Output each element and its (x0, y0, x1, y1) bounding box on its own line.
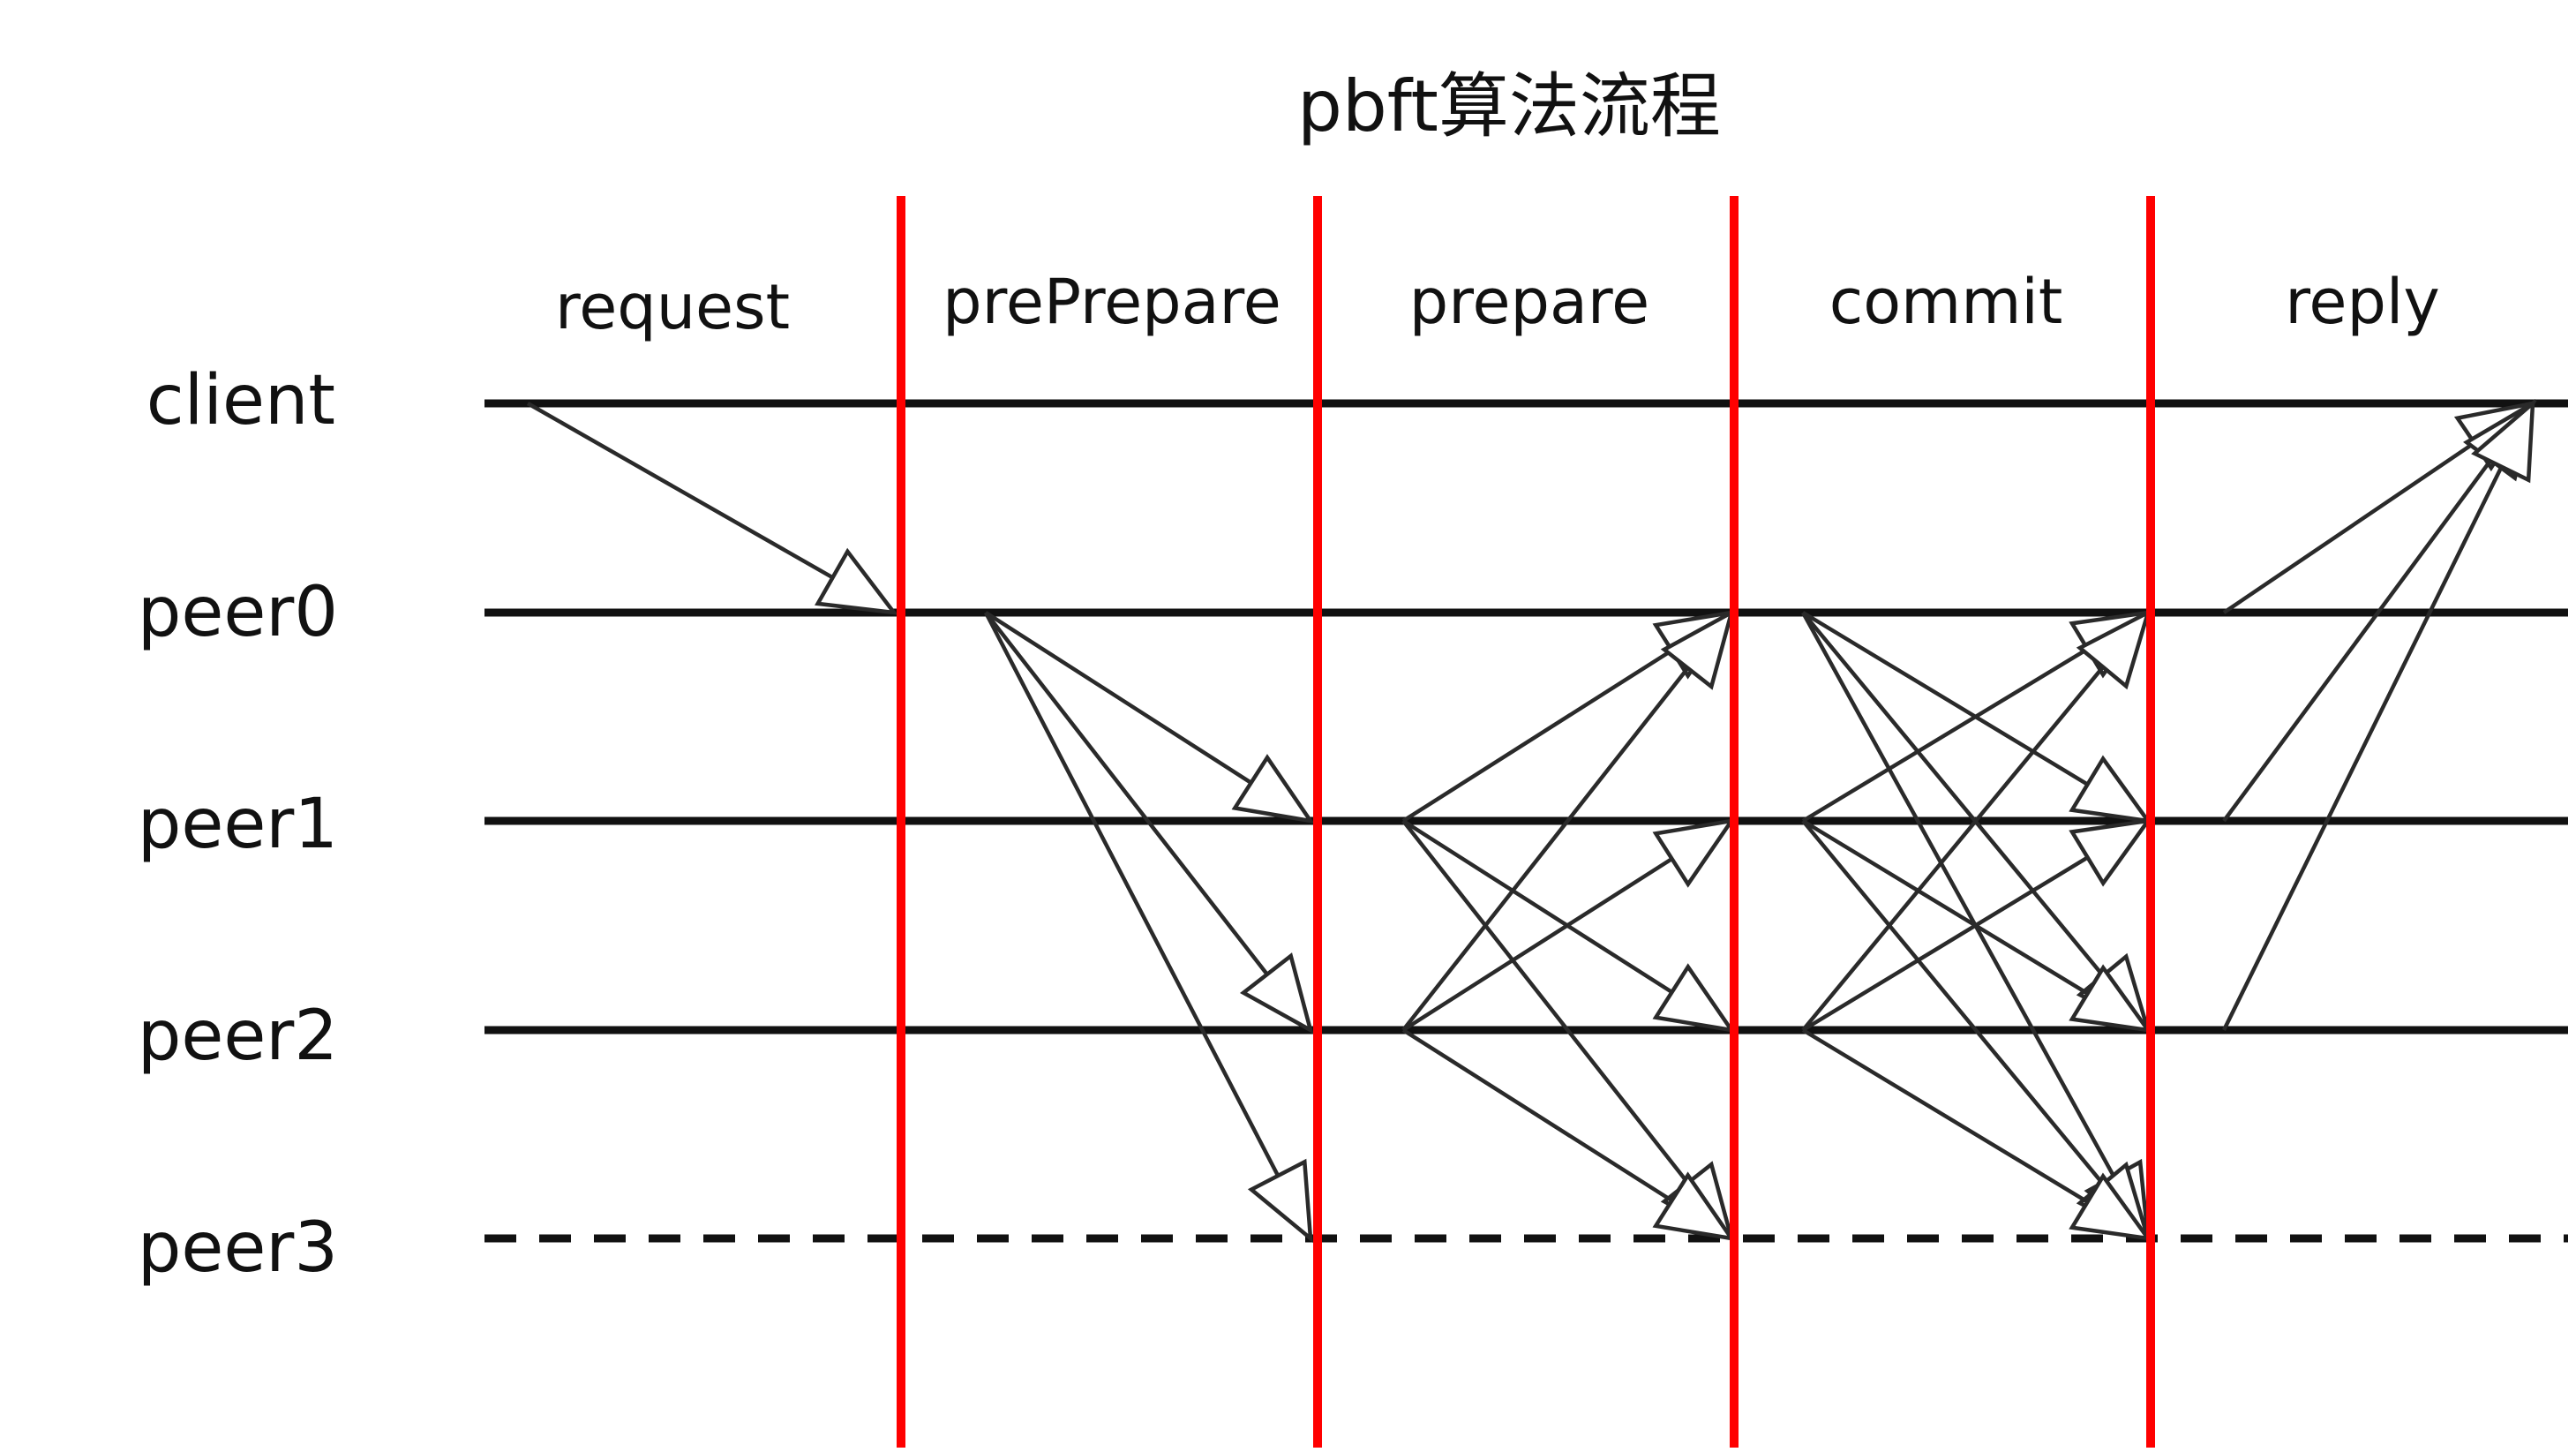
phase-label-reply: reply (2285, 266, 2440, 338)
phase-boundaries (897, 196, 2155, 1448)
message-arrows (526, 398, 2537, 1244)
arrow-shaft (1801, 611, 2089, 786)
message-arrow-prePrepare-peer0-to-peer2 (984, 611, 1314, 1034)
arrow-head (2471, 398, 2535, 484)
node-timelines (484, 399, 2568, 1243)
node-label-peer2: peer2 (138, 997, 338, 1076)
arrow-shaft (1801, 1028, 2089, 1204)
message-arrow-commit-peer2-to-peer0 (1801, 608, 2152, 1032)
message-arrow-commit-peer2-to-peer1 (1801, 818, 2152, 1032)
arrow-shaft (1401, 648, 1673, 823)
arrow-shaft (1801, 611, 2116, 1178)
arrow-shaft (1801, 819, 2105, 1185)
message-arrow-prePrepare-peer0-to-peer1 (984, 611, 1315, 824)
arrow-shaft (2222, 440, 2476, 614)
arrow-head (1652, 817, 1736, 888)
arrow-head (1231, 754, 1315, 824)
arrow-shaft (2222, 458, 2493, 823)
arrow-shaft (1401, 857, 1673, 1032)
arrow-shaft (984, 611, 1252, 785)
arrow-shaft (1801, 647, 2089, 823)
arrow-head (1247, 1158, 1313, 1244)
message-arrow-prepare-peer2-to-peer0 (1401, 608, 1735, 1032)
arrow-shaft (2221, 465, 2504, 1031)
arrow-shaft (1401, 819, 1673, 994)
arrow-head (2069, 755, 2152, 824)
arrow-head (1652, 963, 1736, 1034)
phase-label-request: request (555, 271, 790, 343)
message-arrow-commit-peer1-to-peer2 (1801, 819, 2152, 1033)
message-arrow-reply-peer2-to-client (2221, 398, 2535, 1031)
arrow-head (1239, 952, 1314, 1034)
message-arrow-prePrepare-peer0-to-peer3 (984, 611, 1313, 1244)
phase-label-prepare: prepare (1409, 266, 1649, 338)
arrow-shaft (1801, 666, 2105, 1032)
arrow-head (815, 547, 898, 615)
arrow-shaft (1401, 819, 1690, 1185)
arrow-shaft (1801, 819, 2089, 996)
arrow-head (2069, 964, 2152, 1033)
node-label-peer3: peer3 (138, 1208, 338, 1288)
diagram-title: pbft算法流程 (1297, 65, 1721, 147)
message-arrow-prepare-peer2-to-peer3 (1401, 1028, 1736, 1242)
message-arrow-prepare-peer1-to-peer2 (1401, 819, 1736, 1034)
node-label-peer0: peer0 (138, 573, 338, 652)
arrow-shaft (984, 611, 1280, 1177)
arrow-head (2076, 608, 2152, 690)
arrow-head (2069, 1172, 2152, 1241)
arrow-shaft (1801, 611, 2105, 977)
phase-label-preprepare: prePrepare (943, 266, 1281, 338)
arrow-shaft (1401, 1028, 1673, 1203)
message-arrow-commit-peer2-to-peer3 (1801, 1028, 2152, 1241)
node-label-client: client (146, 361, 335, 440)
node-label-peer1: peer1 (138, 785, 338, 864)
message-arrow-request-client-to-peer0 (526, 402, 898, 615)
phase-label-commit: commit (1829, 266, 2063, 338)
phase-labels: request prePrepare prepare commit reply (555, 266, 2440, 343)
arrow-shaft (1801, 855, 2089, 1032)
arrow-head (1660, 608, 1735, 690)
arrow-shaft (1401, 666, 1690, 1032)
arrow-shaft (526, 402, 834, 580)
message-arrow-commit-peer0-to-peer1 (1801, 611, 2152, 824)
arrow-head (2069, 818, 2152, 887)
arrow-head (1652, 1171, 1736, 1242)
node-labels: client peer0 peer1 peer2 peer3 (138, 361, 338, 1288)
arrow-shaft (984, 611, 1269, 976)
message-arrow-prepare-peer2-to-peer1 (1401, 817, 1736, 1032)
